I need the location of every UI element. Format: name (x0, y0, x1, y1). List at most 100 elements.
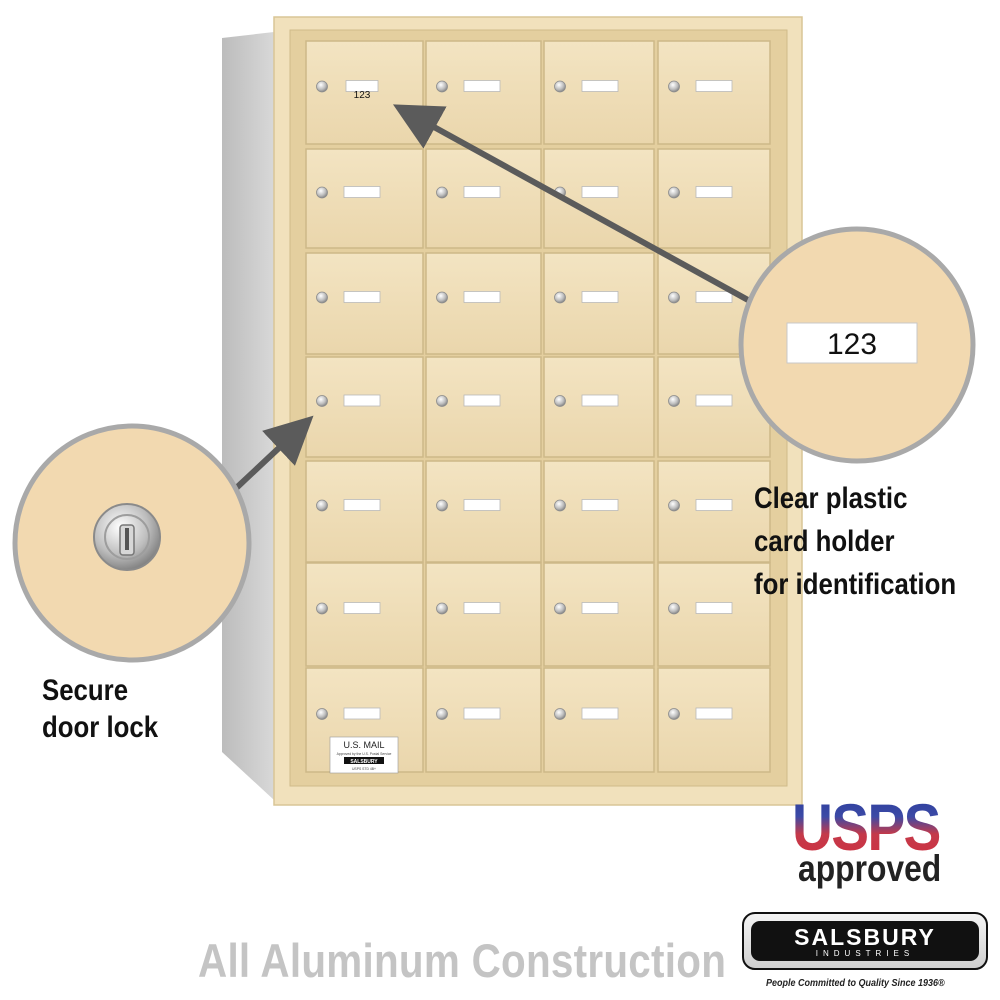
card-holder (695, 602, 733, 614)
usps-word: USPS (792, 790, 941, 864)
card-holder (343, 499, 381, 511)
mailbox-door (425, 356, 542, 458)
card-holder (343, 602, 381, 614)
mailbox-door (305, 252, 424, 355)
us-mail-sticker: U.S. MAIL Approved by the U.S. Postal Se… (329, 736, 399, 774)
door-lock-icon (436, 186, 448, 199)
salsbury-logo: SALSBURY INDUSTRIES People Committed to … (742, 912, 990, 989)
door-lock-icon (668, 395, 680, 407)
mailbox-door (543, 356, 655, 458)
card-holder (343, 291, 381, 303)
card-holder (463, 291, 501, 303)
mailbox-door (657, 460, 771, 563)
card-holder (581, 499, 619, 511)
mailbox-door (425, 148, 542, 249)
card-holder (695, 707, 733, 720)
lock-icon (93, 503, 161, 571)
door-lock-icon (436, 291, 448, 304)
arrow-icon (229, 415, 314, 495)
card-caption-line: Clear plastic (754, 482, 908, 515)
mailbox-door (657, 667, 771, 773)
mailbox-door (425, 460, 542, 563)
card-holder (343, 394, 381, 407)
card-holder (695, 499, 733, 511)
door-lock-icon (554, 708, 566, 720)
card-holder (463, 602, 501, 614)
door-lock-icon (554, 395, 566, 407)
card-caption-line: for identification (754, 568, 957, 601)
door-lock-icon (554, 80, 566, 93)
door-lock-icon (668, 80, 680, 93)
door-lock-icon (436, 499, 448, 512)
mailbox-door (305, 460, 424, 563)
card-holder (463, 499, 501, 511)
mailbox-door (657, 40, 771, 145)
mailbox-door (425, 562, 542, 667)
card-holder (581, 186, 619, 198)
salsbury-badge: SALSBURY INDUSTRIES (742, 912, 988, 970)
door-lock-icon (436, 602, 448, 615)
lock-caption: Secure door lock (42, 672, 158, 746)
card-holder (581, 394, 619, 407)
mailbox-door (543, 40, 655, 145)
mailbox-door (425, 667, 542, 773)
sticker-title: U.S. MAIL (343, 740, 384, 750)
card-holder (581, 602, 619, 614)
card-holder (695, 186, 733, 198)
mailbox-door (543, 460, 655, 563)
door-lock-icon (436, 708, 448, 720)
box-number-label: 123 (354, 90, 371, 101)
mailbox-door (543, 562, 655, 667)
mailbox-door (305, 356, 424, 458)
sticker-brand: SALSBURY (350, 759, 378, 765)
zoom-card-label: 123 (827, 328, 877, 361)
construction-footer: All Aluminum Construction (198, 934, 727, 987)
lock-zoom (12, 423, 252, 663)
mailbox-door (305, 562, 424, 667)
card-holder (463, 394, 501, 407)
door-lock-icon (316, 80, 328, 93)
card-holder (463, 80, 501, 92)
card-holder (343, 707, 381, 720)
mailbox-door (305, 148, 424, 249)
door-lock-icon (668, 499, 680, 512)
salsbury-tagline: People Committed to Quality Since 1936® (766, 978, 945, 989)
door-lock-icon (668, 602, 680, 615)
door-lock-icon (316, 291, 328, 304)
card-holder (695, 80, 733, 92)
door-lock-icon (554, 499, 566, 512)
salsbury-industries: INDUSTRIES (815, 949, 915, 958)
card-holder (463, 707, 501, 720)
usps-logo: USPS approved (792, 792, 962, 900)
card-holder-zoom: 123 (738, 226, 976, 464)
door-lock-icon (316, 186, 328, 199)
door-lock-icon (316, 602, 328, 615)
card-holder (463, 186, 501, 198)
salsbury-name: SALSBURY (794, 924, 936, 950)
mailbox-doors (305, 40, 771, 773)
card-holder (581, 80, 619, 92)
sticker-line3: USPS STD 4B+ (352, 767, 376, 771)
sticker-line1: Approved by the U.S. Postal Service (337, 752, 392, 756)
door-lock-icon (436, 80, 448, 93)
door-lock-icon (668, 291, 680, 304)
mailbox-door (543, 252, 655, 355)
door-lock-icon (316, 499, 328, 512)
lock-caption-line: Secure (42, 674, 129, 707)
card-holder (695, 394, 733, 407)
door-lock-icon (436, 395, 448, 407)
door-lock-icon (554, 602, 566, 615)
card-caption-line: card holder (754, 525, 895, 558)
card-holder-icon (786, 322, 918, 364)
arrow-icon (392, 104, 750, 303)
side-panel (222, 32, 274, 800)
mailbox-door (543, 667, 655, 773)
mailbox-door (425, 40, 542, 145)
card-holder (343, 186, 381, 198)
mailbox-door (657, 562, 771, 667)
card-holder (695, 291, 733, 303)
mailbox-door (425, 252, 542, 355)
usps-approved: approved (798, 848, 942, 889)
card-holder (345, 80, 379, 92)
